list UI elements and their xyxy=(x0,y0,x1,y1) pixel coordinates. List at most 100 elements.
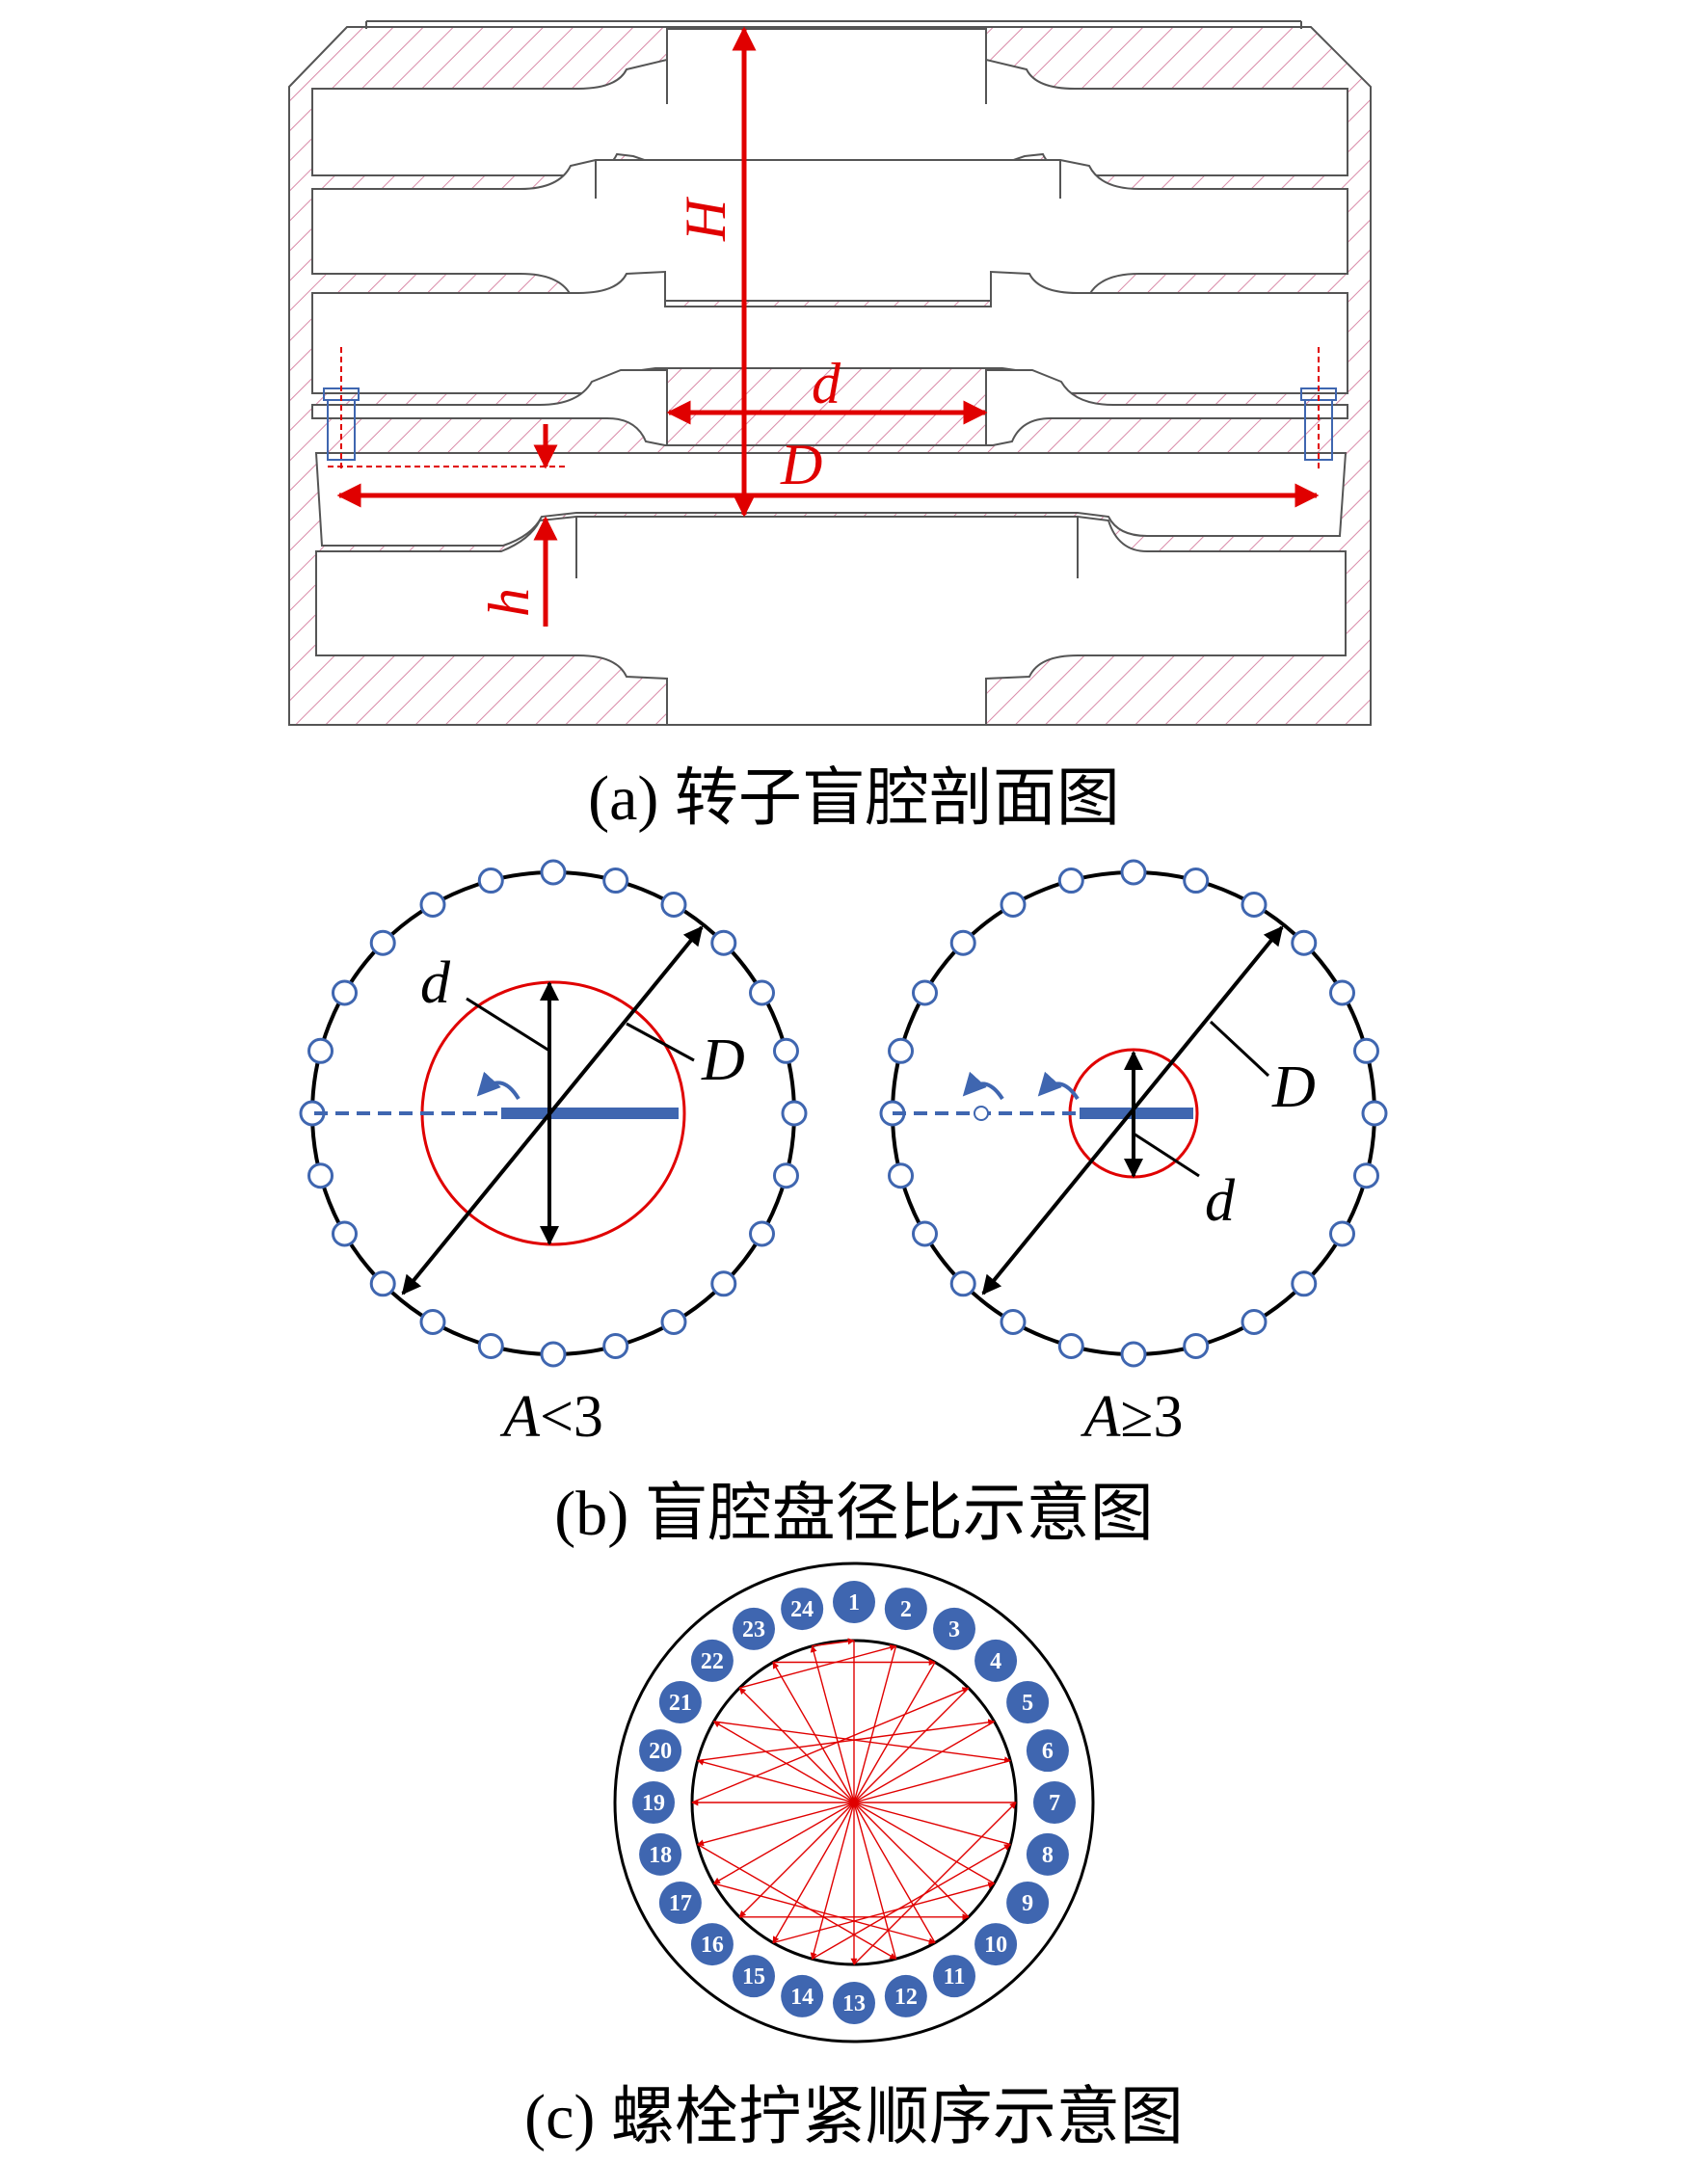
bolt-hole-icon xyxy=(1352,1037,1379,1064)
bolt-hole-icon xyxy=(1291,1270,1318,1297)
bolt-16 xyxy=(690,1923,734,1966)
sequence-line xyxy=(697,1719,996,1762)
bolt-hole-icon xyxy=(1352,1162,1379,1189)
bolt-hole-icon xyxy=(1241,891,1268,918)
bolt-number: 22 xyxy=(701,1649,724,1674)
rotor-disc xyxy=(311,369,1348,446)
bolt-number: 2 xyxy=(900,1597,912,1622)
label-d-left: d xyxy=(420,950,451,1016)
bolt-hole-icon xyxy=(1120,859,1147,886)
bolt-number: 8 xyxy=(1042,1843,1054,1868)
bolt-17 xyxy=(658,1882,702,1924)
bolt-18 xyxy=(639,1832,682,1876)
sequence-lines xyxy=(691,1638,1017,1965)
bolt-hole-icon xyxy=(602,1332,629,1359)
pivot-dot xyxy=(974,1106,989,1121)
bolt-hole-icon xyxy=(1057,868,1084,895)
bolt-hole-icon xyxy=(419,1309,446,1336)
rotation-arrow-icon xyxy=(962,1071,1004,1101)
bolt-left xyxy=(323,347,360,472)
label-D-left: D xyxy=(701,1028,745,1093)
bolt-11 xyxy=(933,1955,975,1998)
bolt-3 xyxy=(933,1607,975,1650)
bolt-hole-icon xyxy=(772,1037,799,1064)
bolt-hole-icon xyxy=(888,1162,915,1189)
bolt-20 xyxy=(639,1729,682,1773)
bolt-hole-icon xyxy=(660,891,687,918)
bolt-number: 13 xyxy=(842,1991,866,2016)
bolt-hole-icon xyxy=(307,1162,334,1189)
panel-b-diameter-ratio: d D A<3 D d A≥3 (b) 盲腔盘径比示意图 xyxy=(299,859,1388,1549)
bolt-24 xyxy=(781,1588,824,1631)
rotation-arrow-icon xyxy=(476,1071,520,1101)
bolt-number: 14 xyxy=(790,1985,814,2010)
bolt-10 xyxy=(974,1923,1018,1966)
label-D: D xyxy=(780,433,822,496)
bolt-number: 19 xyxy=(642,1791,665,1816)
bolt-hole-icon xyxy=(949,929,976,956)
bolt-number: 9 xyxy=(1022,1891,1033,1916)
bolt-9 xyxy=(1006,1882,1050,1924)
bolt-number: 15 xyxy=(742,1964,765,1989)
rotor-disc xyxy=(311,159,1348,302)
blade-bar xyxy=(501,1108,679,1119)
bolt-22 xyxy=(690,1639,734,1682)
bolt-number: 5 xyxy=(1022,1691,1033,1716)
bolt-hole-icon xyxy=(772,1162,799,1189)
sequence-line xyxy=(810,1645,897,1960)
bolt-hole-icon xyxy=(1291,929,1318,956)
bolt-19 xyxy=(632,1781,675,1824)
bolt-hole-icon xyxy=(369,929,396,956)
bolt-hole-icon xyxy=(540,1341,567,1368)
bolt-hole-icon xyxy=(781,1100,808,1127)
ratio-diagram-left: d D A<3 xyxy=(299,859,808,1450)
bolt-hole-icon xyxy=(1183,868,1210,895)
bolt-hole-icon xyxy=(1361,1100,1388,1127)
bolt-hole-icon xyxy=(331,979,358,1006)
bolt-hole-icon xyxy=(331,1220,358,1247)
bolt-7 xyxy=(1033,1781,1076,1824)
bolt-2 xyxy=(884,1588,927,1631)
bolt-hole-icon xyxy=(1000,1309,1027,1336)
bolt-21 xyxy=(658,1681,702,1723)
bolt-12 xyxy=(884,1974,927,2017)
bolt-hole-icon xyxy=(477,1332,504,1359)
label-d-right: d xyxy=(1205,1168,1236,1234)
bolt-ring-left xyxy=(299,859,808,1368)
bolt-number: 4 xyxy=(990,1649,1001,1674)
bolt-6 xyxy=(1026,1729,1069,1773)
bolt-hole-icon xyxy=(710,1270,737,1297)
sequence-line xyxy=(713,1883,936,1945)
bolt-hole-icon xyxy=(911,979,938,1006)
bolt-number: 1 xyxy=(848,1590,860,1616)
bolt-hole-icon xyxy=(660,1309,687,1336)
label-h: h xyxy=(477,588,541,617)
bolt-5 xyxy=(1006,1681,1050,1723)
bolt-number: 18 xyxy=(649,1843,672,1868)
bolt-hole-icon xyxy=(1057,1332,1084,1359)
bolt-15 xyxy=(733,1955,775,1998)
condition-left: A<3 xyxy=(499,1384,603,1450)
sequence-line xyxy=(691,1687,970,1803)
bolt-hole-icon xyxy=(1329,1220,1356,1247)
bolt-number: 21 xyxy=(669,1691,692,1716)
bolt-hole-icon xyxy=(602,868,629,895)
bolt-hole-icon xyxy=(307,1037,334,1064)
outer-flange-circle xyxy=(613,1562,1095,2043)
bolt-hole-icon xyxy=(419,891,446,918)
bolt-13 xyxy=(833,1982,875,2024)
bolt-number: 10 xyxy=(984,1933,1007,1958)
bolt-number: 3 xyxy=(948,1617,960,1642)
ratio-diagram-right: D d A≥3 xyxy=(879,859,1388,1450)
bolt-number: 6 xyxy=(1042,1739,1054,1764)
bolt-4 xyxy=(974,1639,1018,1682)
bolt-number: 11 xyxy=(944,1964,966,1989)
condition-right: A≥3 xyxy=(1081,1384,1184,1450)
bolt-8 xyxy=(1026,1832,1069,1876)
bolt-hole-icon xyxy=(1000,891,1027,918)
label-d: d xyxy=(812,352,841,415)
bolt-hole-icon xyxy=(1183,1332,1210,1359)
